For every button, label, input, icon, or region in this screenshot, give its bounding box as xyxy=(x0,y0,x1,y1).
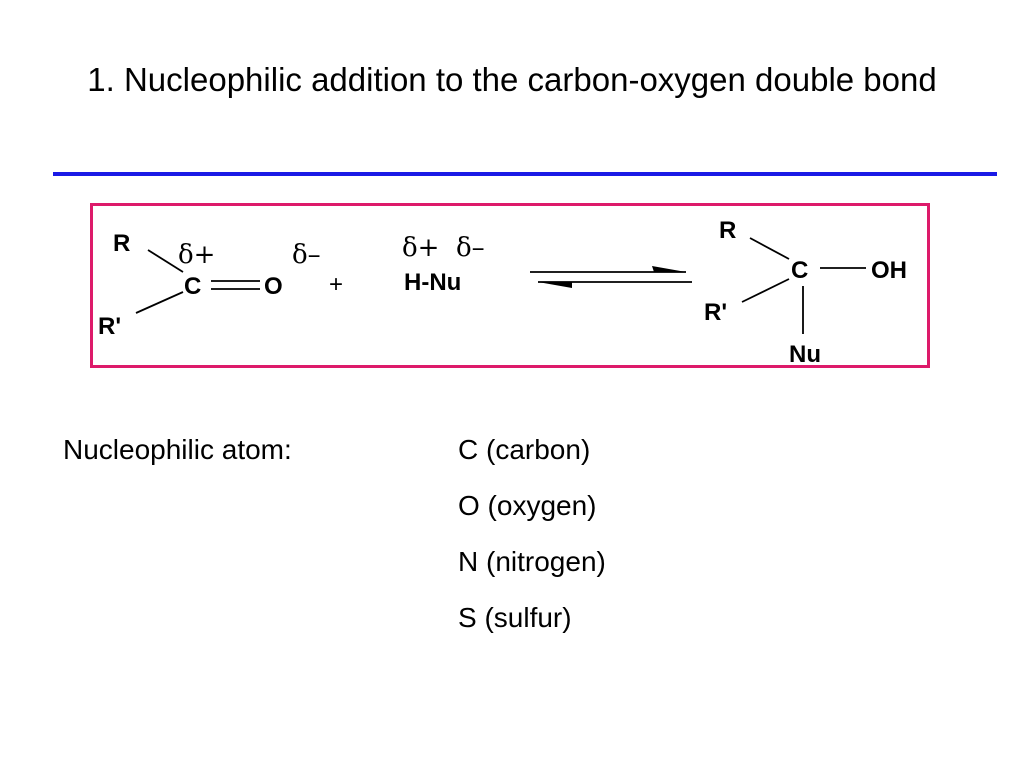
product-carbon-atom: C xyxy=(791,257,808,284)
reactant-r-prime-label: R' xyxy=(98,313,121,340)
h-nu-formula: H-Nu xyxy=(404,269,461,296)
list-item: S (sulfur) xyxy=(458,602,572,633)
equilibrium-arrows xyxy=(530,266,692,288)
nucleophilic-atom-list: C (carbon) O (oxygen) N (nitrogen) S (su… xyxy=(458,422,606,646)
list-item: N (nitrogen) xyxy=(458,546,606,577)
product-r-prime-bond xyxy=(741,278,790,303)
product-nucleophile: Nu xyxy=(789,341,821,368)
title-divider xyxy=(53,172,997,176)
reactant-r-prime-bond xyxy=(135,291,184,314)
nucleophile-reactant: δ+ δ– H-Nu xyxy=(402,233,485,296)
addition-product: R R' C OH Nu xyxy=(704,217,907,368)
reactant-oxygen-atom: O xyxy=(264,273,283,300)
carbonyl-reactant: R R' C O δ+ δ– xyxy=(98,230,321,340)
nu-partial-negative: δ– xyxy=(456,233,485,263)
nucleophilic-atom-label: Nucleophilic atom: xyxy=(63,434,292,465)
product-r-bond xyxy=(749,237,790,260)
reactant-carbon-atom: C xyxy=(184,273,201,300)
list-item: C (carbon) xyxy=(458,434,591,465)
oxygen-partial-negative: δ– xyxy=(292,240,321,270)
reactant-r-label: R xyxy=(113,230,130,257)
product-r-label: R xyxy=(719,217,736,244)
forward-arrowhead xyxy=(652,266,686,272)
carbon-partial-positive: δ+ xyxy=(178,240,215,270)
reverse-arrowhead xyxy=(538,282,572,288)
reactant-r-bond xyxy=(147,249,184,273)
product-hydroxyl: OH xyxy=(871,257,907,284)
slide-title: 1. Nucleophilic addition to the carbon-o… xyxy=(87,61,937,98)
plus-sign: + xyxy=(329,271,343,298)
list-item: O (oxygen) xyxy=(458,490,597,521)
h-partial-positive: δ+ xyxy=(402,233,439,263)
reaction-box xyxy=(90,203,930,368)
product-r-prime-label: R' xyxy=(704,299,727,326)
